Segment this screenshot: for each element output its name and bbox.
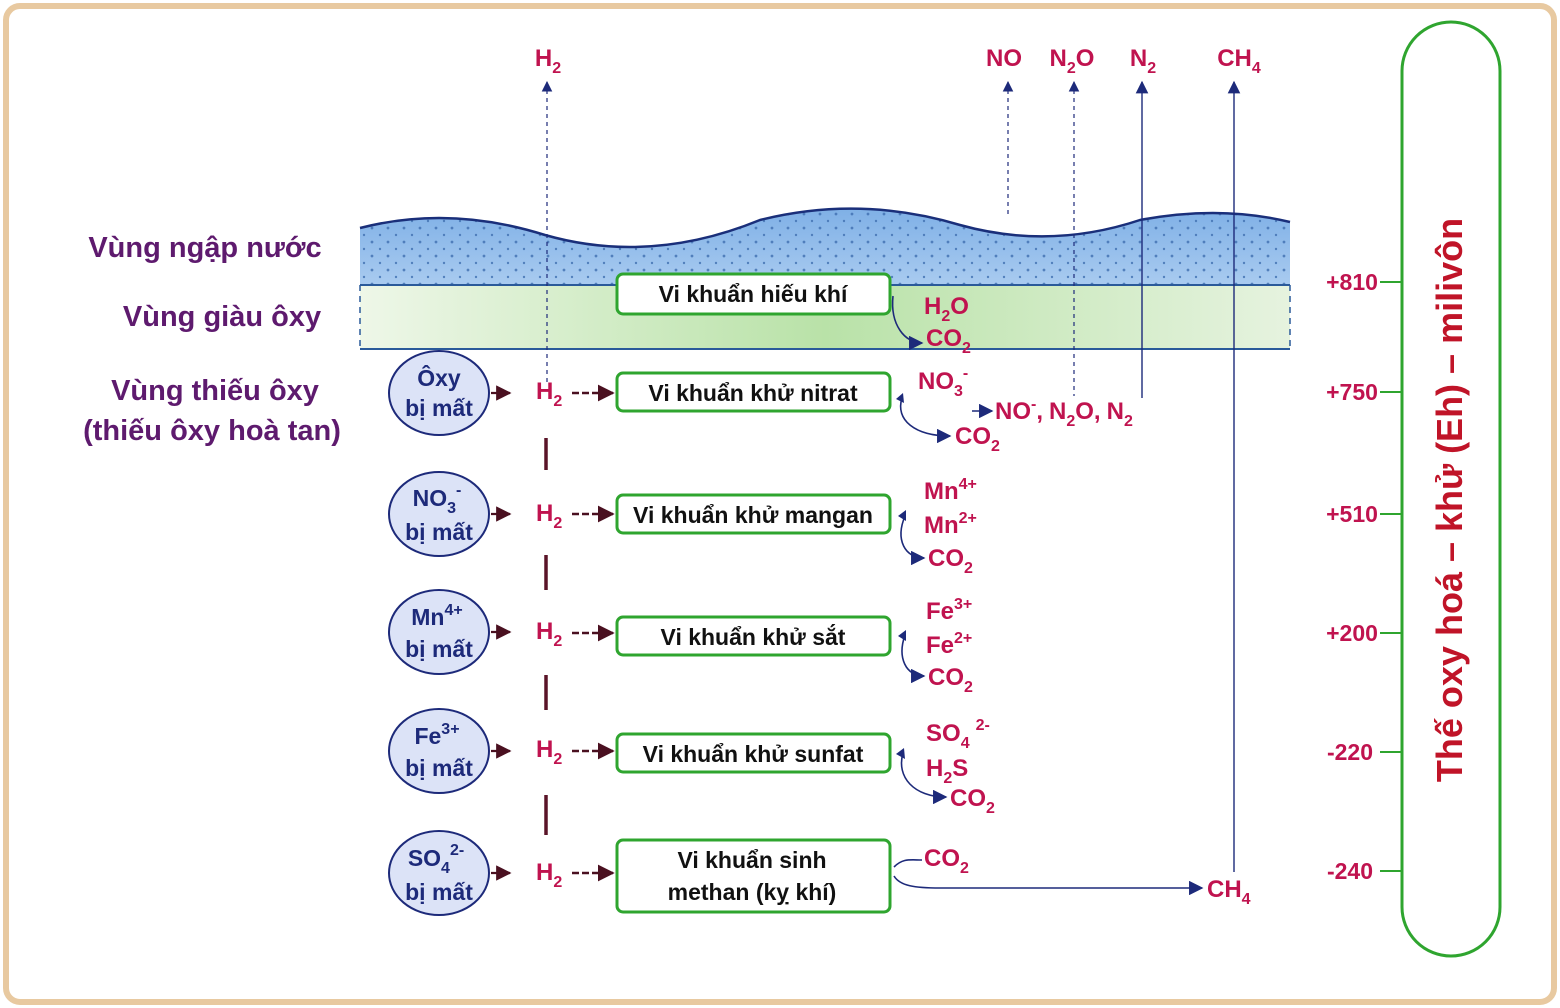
oxygen-poor-zone-label: Vùng thiếu ôxy [111, 375, 319, 407]
iron-bacteria-label: Vi khuẩn khử sắt [661, 623, 846, 650]
eh-axis: Thế oxy hoá – khử (Eh) – milivôn [1400, 20, 1502, 958]
product-arrows [891, 295, 1204, 896]
svg-text:bị mất: bị mất [405, 519, 473, 545]
iron-product-co2: CO2 [928, 664, 973, 696]
manganese-product-co2: CO2 [928, 545, 973, 577]
sulfate-product-co2: CO2 [950, 785, 995, 817]
aerobic-bacteria-box: Vi khuẩn hiếu khí [615, 272, 892, 316]
h2-label-manganese: H2 [536, 500, 562, 532]
svg-text:bị mất: bị mất [405, 395, 473, 421]
svg-text:bị mất: bị mất [405, 636, 473, 662]
top-gas-n2: N2 [1130, 45, 1156, 77]
sulfate-output: H2S [926, 755, 968, 787]
iron-input: Fe3+ [926, 596, 972, 625]
h2-label-sulfate: H2 [536, 736, 562, 768]
iron-bacteria-box: Vi khuẩn khử sắt [615, 615, 892, 657]
nitrate-output: NO-,N2O,N2 [995, 396, 1133, 430]
eh-value-3: +510 [1326, 501, 1378, 527]
manganese-output: Mn2+ [924, 510, 977, 539]
h2-label-nitrate: H2 [536, 378, 562, 410]
top-gas-ch4: CH4 [1217, 45, 1261, 77]
depleted-manganese-oval: Mn4+ bị mất [388, 589, 490, 675]
nitrate-product-co2: CO2 [955, 423, 1000, 455]
flooded-zone [359, 207, 1291, 285]
nitrate-bacteria-box: Vi khuẩn khử nitrat [615, 371, 892, 413]
nitrate-bacteria-label: Vi khuẩn khử nitrat [648, 380, 858, 406]
eh-value-4: +200 [1326, 620, 1378, 646]
h2-to-bacteria-arrows [572, 384, 615, 882]
oxygen-rich-zone-label: Vùng giàu ôxy [123, 301, 321, 333]
product-arrow-joins [896, 393, 906, 759]
depleted-sulfate-oval: SO42- bị mất [388, 830, 490, 916]
methanogen-bacteria-label-2: methan (kỵ khí) [668, 879, 837, 905]
depleted-oxygen-oval: Ôxy bị mất [388, 350, 490, 436]
svg-text:NO3-: NO3- [413, 482, 462, 517]
nitrate-input: NO3- [918, 365, 968, 400]
oxygen-poor-zone-sublabel: (thiếu ôxy hoà tan) [83, 415, 341, 447]
depleted-nitrate-oval: NO3- bị mất [388, 471, 490, 557]
h2-label-methanogen: H2 [536, 859, 562, 891]
manganese-input: Mn4+ [924, 476, 977, 505]
svg-text:Fe3+: Fe3+ [414, 721, 459, 749]
depleted-iron-oval: Fe3+ bị mất [388, 708, 490, 794]
top-gas-no: NO [986, 45, 1022, 72]
svg-text:SO42-: SO42- [408, 842, 464, 877]
top-gas-n2o: N2O [1050, 45, 1095, 77]
svg-text:bị mất: bị mất [405, 879, 473, 905]
aerobic-product-h2o: H2O [924, 293, 969, 325]
sulfate-bacteria-box: Vi khuẩn khử sunfat [615, 732, 892, 774]
manganese-bacteria-box: Vi khuẩn khử mangan [615, 493, 892, 535]
methanogen-product-ch4: CH4 [1207, 876, 1251, 908]
eh-scale: +810 +750 +510 +200 -220 -240 [1326, 269, 1402, 884]
sulfate-input: SO42- [926, 717, 990, 752]
flooded-zone-label: Vùng ngập nước [88, 232, 321, 264]
iron-output: Fe2+ [926, 630, 972, 659]
eh-axis-title: Thế oxy hoá – khử (Eh) – milivôn [1429, 218, 1470, 782]
eh-value-6: -240 [1327, 858, 1373, 884]
eh-value-5: -220 [1327, 739, 1373, 765]
sulfate-bacteria-label: Vi khuẩn khử sunfat [643, 741, 864, 767]
svg-text:Ôxy: Ôxy [417, 364, 461, 391]
eh-value-2: +750 [1326, 379, 1378, 405]
svg-text:Mn4+: Mn4+ [411, 602, 462, 630]
aerobic-product-co2: CO2 [926, 325, 971, 357]
depletion-arrows [491, 385, 512, 881]
manganese-bacteria-label: Vi khuẩn khử mangan [633, 502, 873, 528]
svg-text:bị mất: bị mất [405, 755, 473, 781]
aerobic-bacteria-label: Vi khuẩn hiếu khí [659, 281, 849, 307]
methanogen-product-co2: CO2 [924, 845, 969, 877]
methanogen-bacteria-label-1: Vi khuẩn sinh [677, 847, 826, 873]
eh-value-1: +810 [1326, 269, 1378, 295]
methanogen-bacteria-box: Vi khuẩn sinh methan (kỵ khí) [615, 838, 892, 914]
h2-label-iron: H2 [536, 618, 562, 650]
top-gas-h2: H2 [535, 45, 561, 77]
